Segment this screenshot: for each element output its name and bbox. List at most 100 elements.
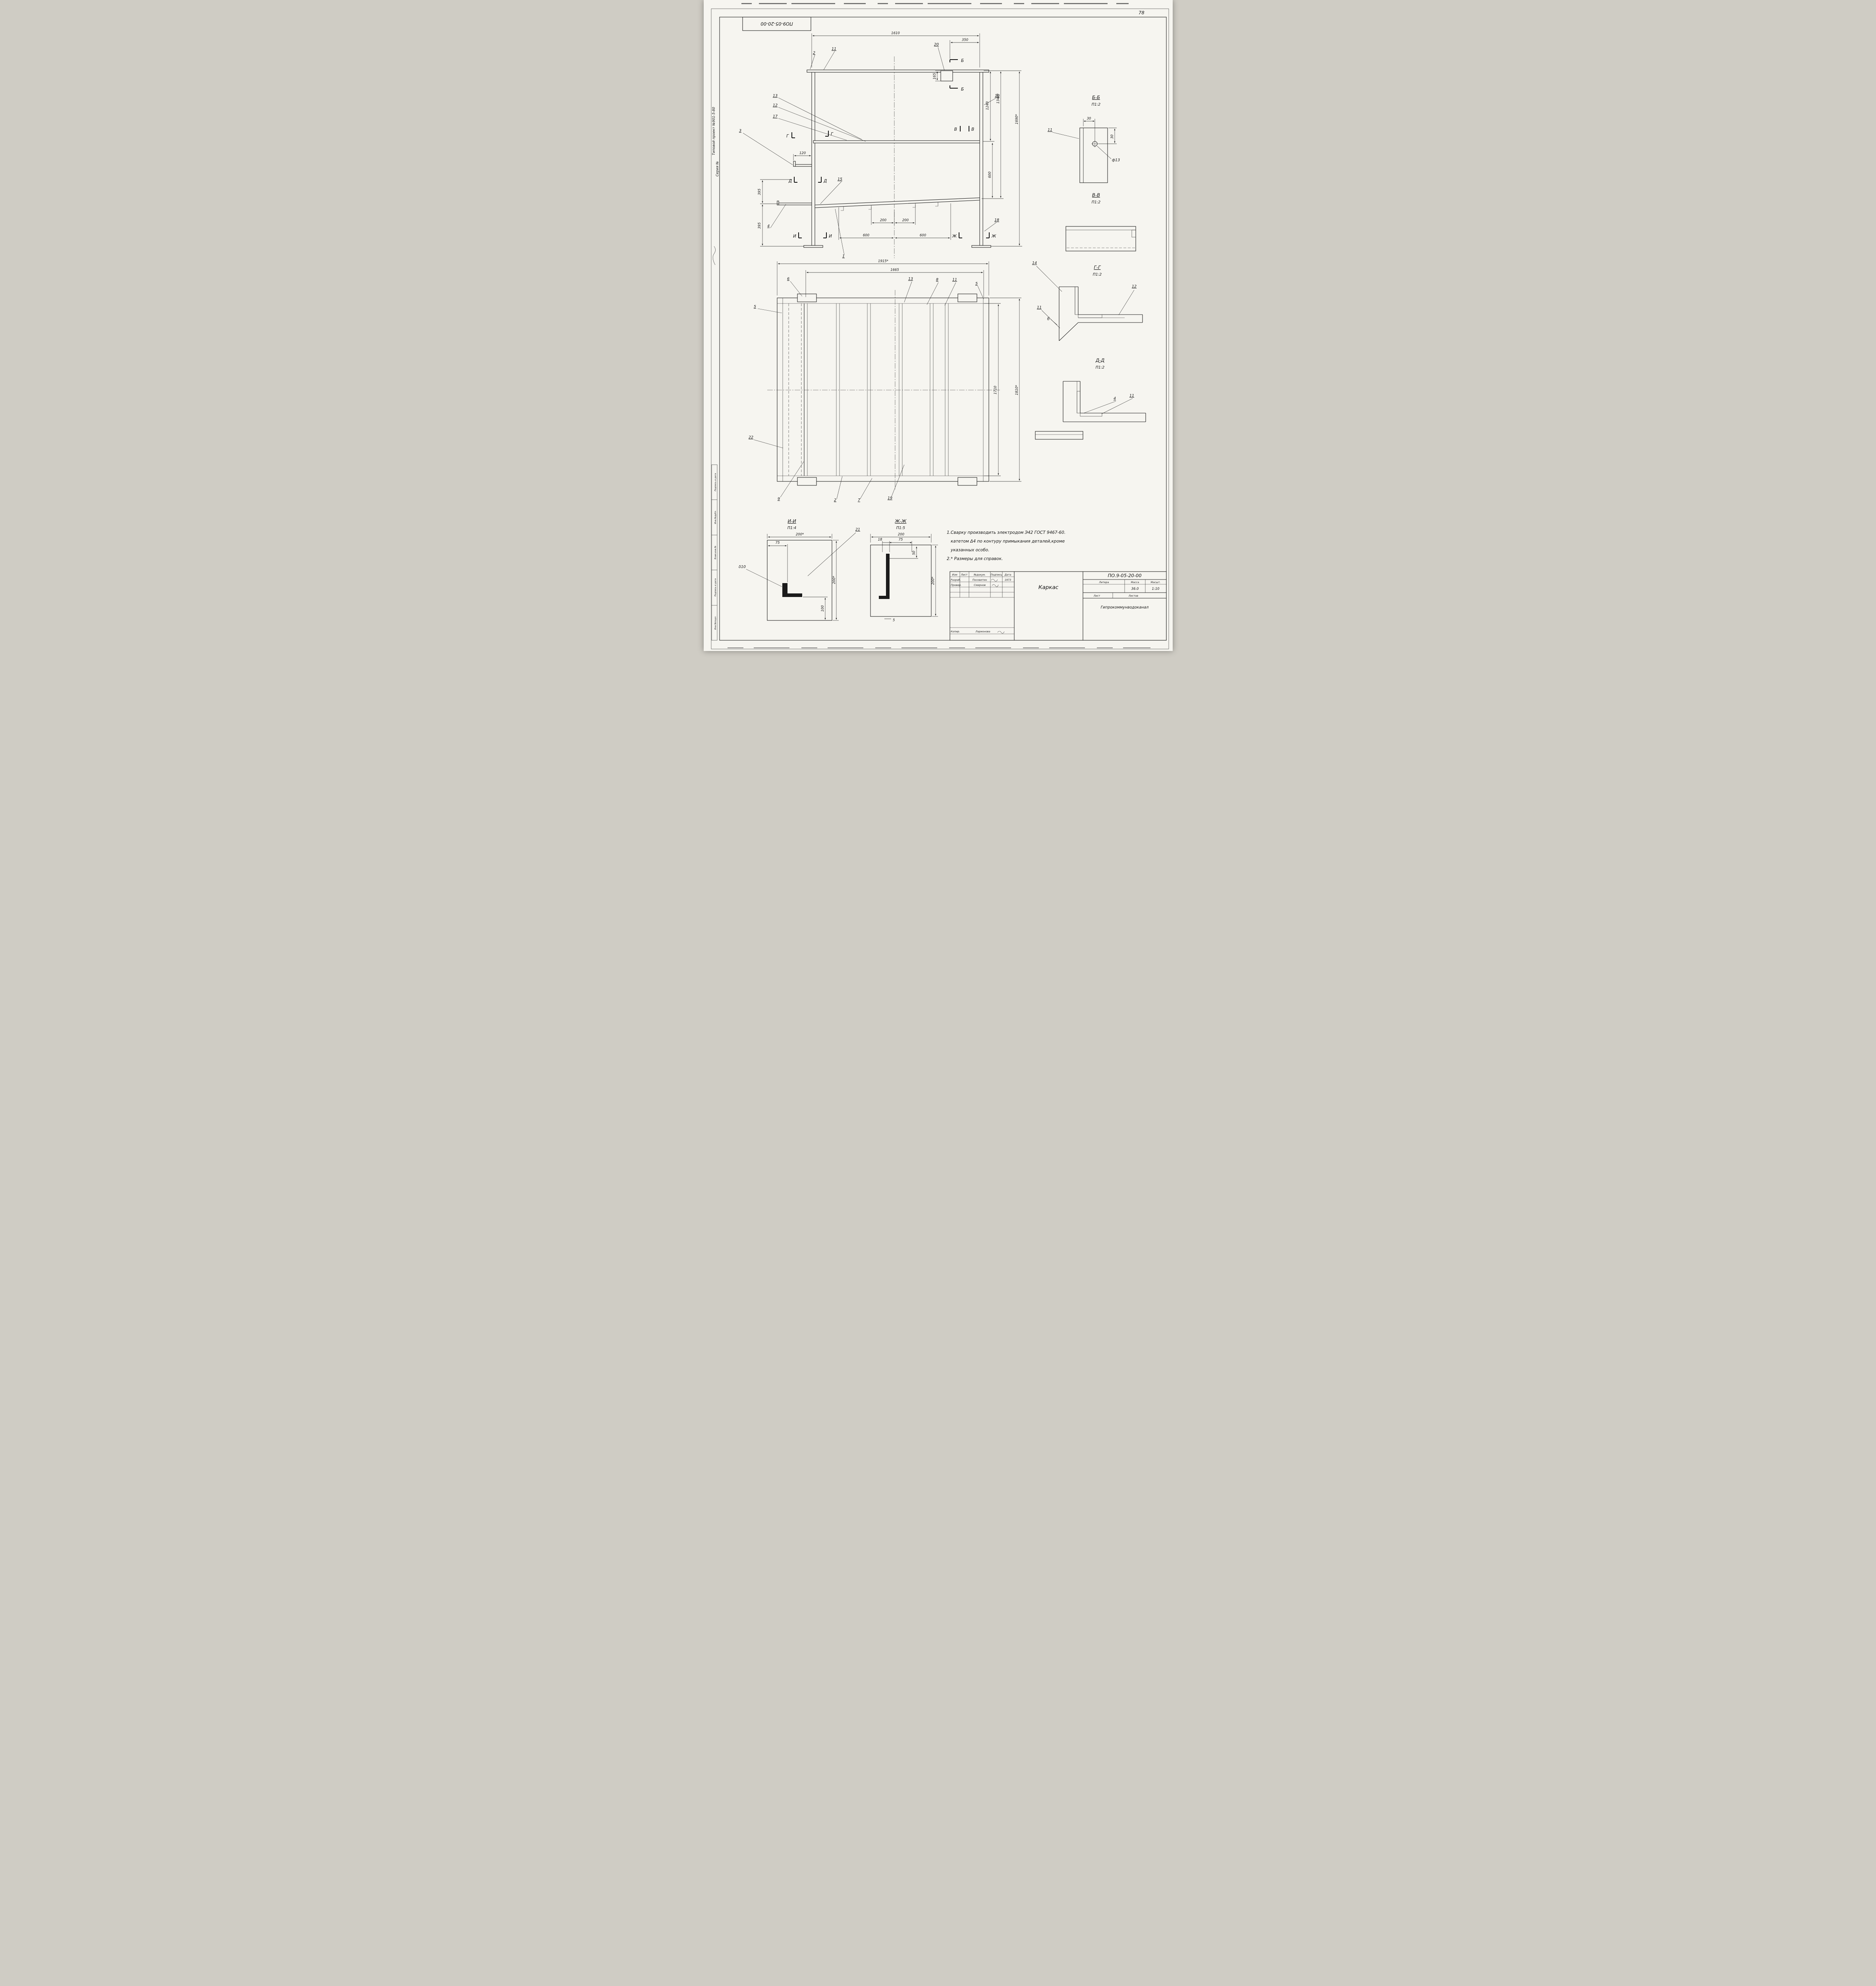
title-block: ПО.9-05-20-00 Каркас Изм Лист №докум. По… (949, 571, 1167, 641)
dim-label: 1810* (1015, 385, 1019, 395)
plan-view: 1915* 1665 6 5 13 8 11 5 1710 1810* 22 9… (748, 259, 1021, 502)
dim-label: 200 (902, 218, 908, 222)
part-label: 17 (772, 114, 777, 119)
dim-label: 120 (799, 151, 805, 155)
dim-label: 600 (863, 234, 869, 238)
part-label: 19 (887, 496, 892, 500)
col-header: Лист (1093, 594, 1100, 597)
part-label: 11 (1047, 128, 1052, 132)
section-bb: Б-Б П1:2 30 30 ф13 11 (1047, 95, 1120, 183)
section-title: Д-Д (1095, 357, 1104, 363)
margin-stamp-label: Инв.№дубл. (714, 510, 717, 524)
col-header: Масса (1131, 581, 1139, 584)
section-letter: Д (823, 179, 827, 184)
person-name: Посквитин (972, 578, 987, 582)
signature (997, 631, 1004, 634)
dim-label: 75 (775, 541, 780, 545)
section-letter: Г (786, 134, 789, 139)
part-label: 13 (772, 94, 777, 98)
role-label: Провер. (951, 583, 961, 587)
dim-label: 1610 (891, 31, 900, 35)
dim-label: 30 (1110, 135, 1114, 139)
part-label: 5 (753, 305, 756, 309)
dim-label: 1240 (986, 101, 990, 110)
front-elevation-view: 1610 350 20 2 11 Б Б 165 10 1240 1340* 1… (739, 31, 1022, 259)
note-line: указанных особо. (950, 548, 989, 553)
dim-label: 1710 (994, 386, 998, 394)
person-name: Смирнов (974, 583, 986, 587)
notes: 1.Сварку производить электродом Э42 ГОСТ… (947, 530, 1065, 561)
signature (991, 579, 998, 582)
part-label: 9 (777, 497, 780, 501)
part-label: 2 (834, 498, 836, 502)
mass-value: 36.0 (1131, 587, 1139, 591)
col-header: Подпись (990, 573, 1002, 576)
part-label: 10 (994, 94, 999, 98)
thickness-label: δ10 (739, 565, 746, 569)
dim-label: 1665 (890, 268, 899, 272)
part-label: 1 (842, 254, 844, 259)
role-label: Разраб. (951, 578, 961, 582)
section-letter: Б (961, 58, 964, 63)
part-label: 8 (936, 278, 938, 282)
margin-stamp-label: Взам.инв.№ (714, 546, 717, 559)
part-label: 12 (1131, 284, 1136, 289)
dim-label: 1690* (1015, 114, 1019, 124)
dim-label: 75 (898, 538, 903, 542)
part-label: 15 (837, 177, 842, 182)
part-label: 4 (767, 224, 769, 228)
section-title: Г-Г (1094, 265, 1101, 270)
section-scale: П1:4 (787, 526, 796, 530)
part-label: 14 (1032, 261, 1036, 265)
part-label: 3 (739, 129, 741, 133)
part-label: 11 (1129, 394, 1134, 398)
col-header: Дата (1004, 573, 1011, 576)
section-scale: П1:2 (1091, 102, 1100, 107)
dim-label: 395 (758, 222, 762, 229)
section-letter: Б (961, 87, 964, 92)
margin-project-label: Типовой проект №901-5-80 (712, 107, 716, 155)
note-line: катетом Δ4 по контуру примыкания деталей… (951, 539, 1065, 544)
col-header: Литера (1098, 581, 1109, 584)
section-letter: В (954, 127, 957, 132)
page-number: 78 (1139, 10, 1145, 15)
note-line: 1.Сварку производить электродом Э42 ГОСТ… (947, 530, 1065, 535)
corner-stamp-doc-number: ПО9-05-20-00 (760, 21, 793, 27)
section-letter: И (829, 234, 832, 239)
section-title: Ж-Ж (894, 518, 907, 524)
drawing-sheet: ПО9-05-20-00 78 Типовой проект №901-5-80… (703, 0, 1173, 651)
section-letter: Г (831, 132, 834, 137)
section-title: И-И (787, 518, 796, 524)
dim-label: 50 (912, 551, 916, 555)
section-scale: П1:2 (1095, 365, 1104, 370)
dim-label: 600 (988, 172, 992, 178)
section-gg: Г-Г П1:2 14 11 12 б (1032, 261, 1143, 341)
dim-label: 100 (821, 605, 825, 612)
section-dd: Д-Д П1:2 4 11 (1035, 357, 1146, 440)
part-label: 6 (787, 277, 789, 281)
weld-point-label: б (1047, 317, 1050, 321)
dim-label: 200* (795, 533, 803, 537)
dim-label: 18 (878, 538, 882, 542)
part-label: 7 (857, 498, 860, 502)
part-label: 20 (934, 43, 938, 47)
part-label: 4 (1113, 396, 1116, 401)
dim-label: 30 (1087, 117, 1091, 121)
col-header: Масшт. (1150, 581, 1160, 584)
part-label: 22 (748, 435, 753, 440)
section-letter: И (793, 234, 796, 239)
hole-diameter-label: ф13 (1112, 158, 1120, 162)
dim-label: 200 (880, 218, 886, 222)
section-letter: Ж (991, 234, 996, 239)
note-line: 2.* Размеры для справок. (947, 556, 1003, 561)
col-header: №докум. (973, 573, 986, 576)
dim-label: 395 (758, 189, 762, 195)
section-letter: Ж (952, 234, 957, 239)
part-label: 18 (994, 218, 999, 222)
dim-label: 200* (832, 576, 836, 584)
section-scale: П1:2 (1091, 200, 1100, 205)
section-title: Б-Б (1092, 95, 1100, 100)
date-value: 1973 (1004, 578, 1011, 582)
section-scale: П1:2 (1092, 272, 1101, 277)
part-label: 11 (1036, 305, 1041, 310)
